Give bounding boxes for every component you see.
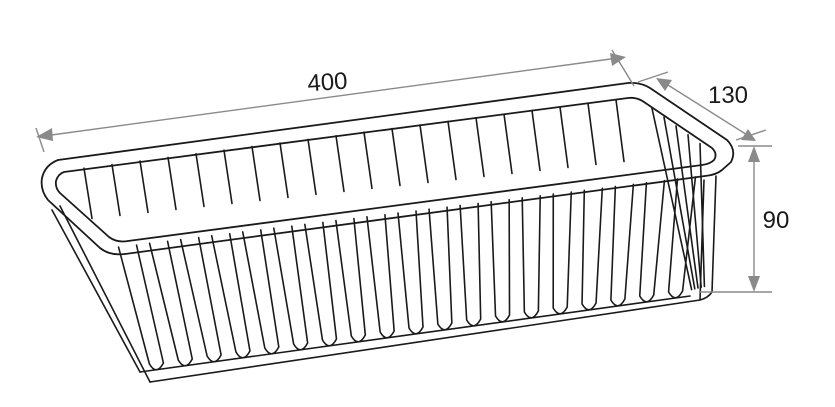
- front-wire: [490, 198, 511, 323]
- front-wire: [428, 206, 453, 331]
- front-wire: [179, 236, 222, 363]
- back-wire: [223, 149, 233, 205]
- back-wire: [447, 120, 457, 181]
- back-wire: [391, 127, 401, 187]
- back-wire: [587, 102, 597, 166]
- front-wire: [459, 202, 482, 327]
- back-wire: [279, 142, 289, 199]
- back-wire: [419, 124, 429, 184]
- front-wire: [241, 229, 280, 355]
- back-wire: [83, 167, 93, 220]
- back-wire: [559, 106, 569, 169]
- front-wire: [581, 187, 604, 311]
- back-wire: [615, 99, 625, 163]
- back-wire: [335, 135, 345, 193]
- back-wire: [139, 160, 149, 214]
- end-wire: [651, 107, 693, 291]
- back-wire: [167, 156, 177, 211]
- end-wire: [675, 125, 699, 289]
- length-dimension: 400: [35, 49, 635, 153]
- back-wire: [475, 117, 485, 178]
- front-wire: [366, 213, 395, 339]
- back-wire: [111, 163, 121, 217]
- front-wire: [397, 210, 424, 335]
- front-wire: [638, 179, 666, 303]
- back-wire: [503, 113, 513, 175]
- front-wire: [272, 225, 309, 351]
- back-wire: [531, 109, 541, 172]
- basket-rim: [40, 81, 735, 256]
- front-wire: [552, 191, 573, 315]
- front-wires: [117, 176, 697, 371]
- back-wire: [251, 145, 261, 202]
- length-label: 400: [307, 68, 349, 98]
- back-wire: [195, 153, 205, 208]
- front-wire: [117, 244, 165, 371]
- front-wire: [610, 183, 635, 307]
- right-end-wires: [651, 107, 706, 291]
- back-wire: [307, 138, 317, 196]
- height-dimension: 90: [700, 145, 790, 293]
- front-wire: [335, 217, 367, 343]
- front-wire: [304, 221, 338, 347]
- back-wires: [83, 99, 625, 220]
- front-wire: [521, 195, 542, 319]
- bottom-rails: [51, 175, 717, 383]
- depth-dimension: 130: [637, 71, 767, 141]
- end-wire: [687, 134, 702, 288]
- back-wire: [363, 131, 373, 190]
- height-label: 90: [763, 207, 790, 234]
- end-wire: [663, 116, 696, 290]
- depth-label: 130: [708, 82, 748, 109]
